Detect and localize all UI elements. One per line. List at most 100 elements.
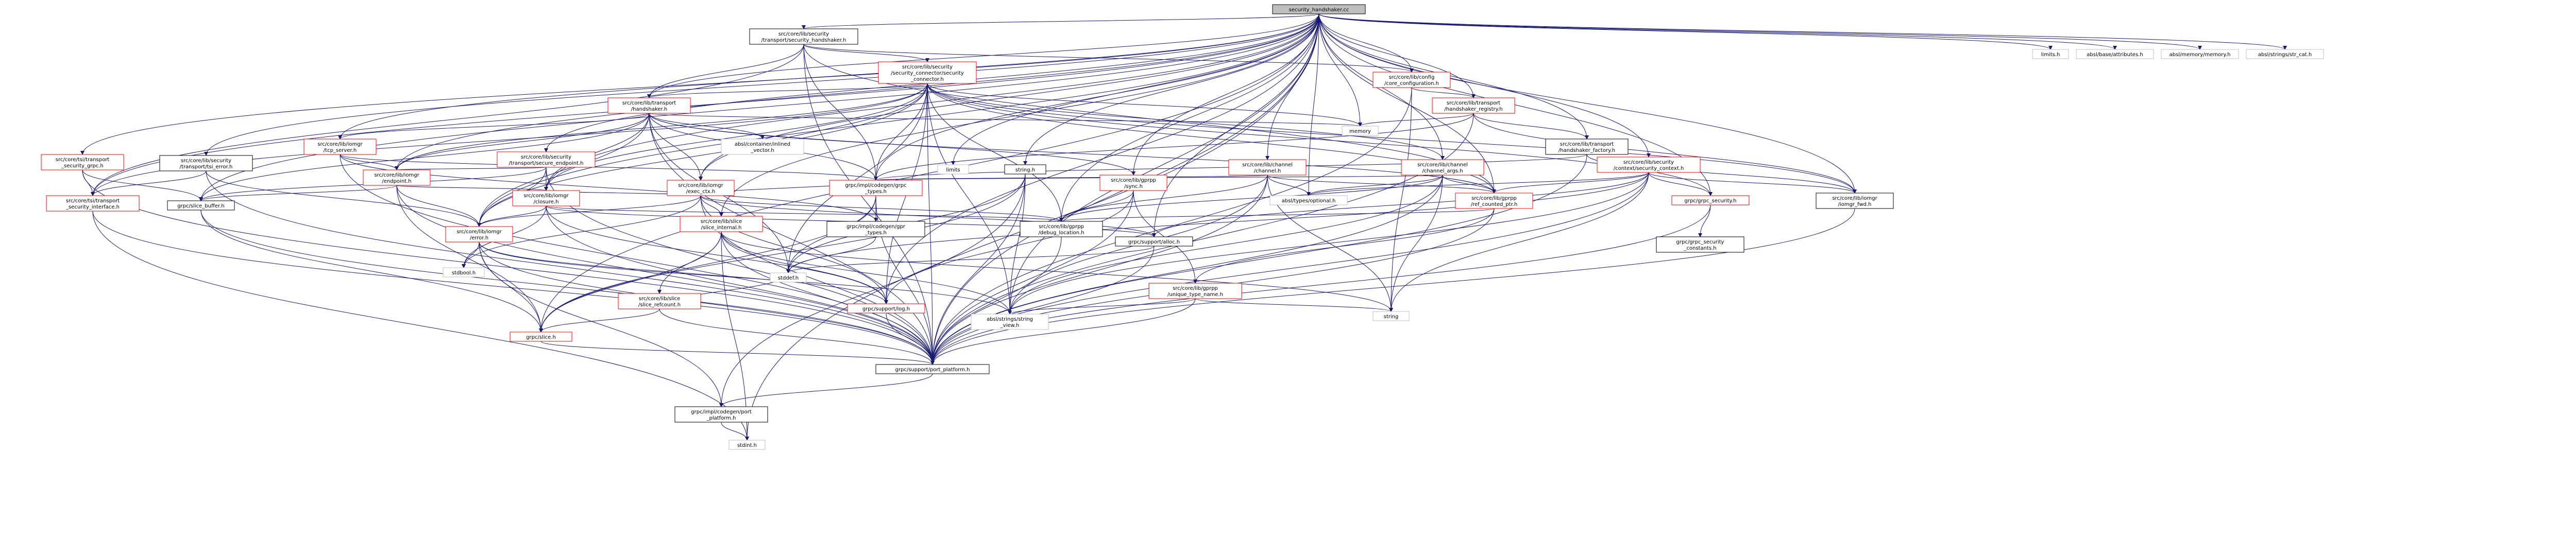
edge-transport_hs-to-exec_ctx [649, 113, 703, 181]
node-label-line: src/core/lib/iomgr [317, 142, 363, 147]
edge-root-to-support_log [884, 13, 1319, 304]
node-string_h[interactable]: string.h [1004, 164, 1046, 175]
node-label-gprpp_sync: src/core/lib/gprpp/sync.h [1111, 178, 1156, 189]
node-label-line: absl/memory/memory.h [2170, 52, 2231, 58]
node-label-line: src/core/lib/gprpp [1471, 196, 1517, 201]
node-slice_internal[interactable]: src/core/lib/slice/slice_internal.h [680, 216, 763, 232]
edge-secure_ep-to-endpoint [395, 166, 547, 170]
node-secure_ep[interactable]: src/core/lib/security/transport/secure_e… [497, 151, 596, 168]
node-string: string [1372, 311, 1410, 321]
node-label-core_cfg: src/core/lib/config/core_configuration.h [1384, 75, 1439, 86]
node-box-root [1272, 4, 1366, 14]
node-box-chan_args [1401, 159, 1484, 176]
node-box-iomgr_error [445, 226, 513, 242]
node-transport_hs[interactable]: src/core/lib/transport/handshaker.h [607, 97, 691, 114]
node-port_platform[interactable]: grpc/support/port_platform.h [875, 364, 990, 374]
edge-sec_conn-to-tsi_iface [91, 83, 928, 196]
node-sec_conn[interactable]: src/core/lib/security/security_connector… [878, 61, 977, 84]
node-codegen_grpc_types[interactable]: grpc/impl/codegen/grpc_types.h [829, 180, 923, 196]
node-ref_counted[interactable]: src/core/lib/gprpp/ref_counted_ptr.h [1455, 193, 1533, 209]
node-core_cfg[interactable]: src/core/lib/config/core_configuration.h [1372, 72, 1451, 88]
node-channel_h[interactable]: src/core/lib/channel/channel.h [1228, 159, 1307, 176]
edge-sec_ctx-to-grpc_security [1648, 172, 1713, 196]
node-label-line: stdbool.h [452, 270, 476, 276]
edge-exec_ctx-to-iomgr_error [477, 195, 701, 227]
node-exec_ctx[interactable]: src/core/lib/iomgr/exec_ctx.h [667, 180, 735, 196]
edge-slice_internal-to-string_view [721, 231, 1012, 315]
node-support_alloc[interactable]: grpc/support/alloc.h [1115, 236, 1193, 247]
edge-transport_hs-to-endpoint [395, 113, 650, 170]
node-endpoint[interactable]: src/core/lib/iomgr/endpoint.h [363, 169, 431, 186]
node-box-ref_counted [1455, 193, 1533, 209]
node-stdbool: stdbool.h [443, 267, 485, 277]
edge-unique_type-to-string_view [1008, 298, 1196, 315]
node-support_log[interactable]: grpc/support/log.h [847, 303, 925, 314]
edge-sec_hs_h-to-core_cfg [803, 44, 1414, 73]
edge-root-to-hs_factory [1318, 13, 1589, 140]
node-label-line: /channel_args.h [1422, 168, 1463, 174]
node-hs_registry[interactable]: src/core/lib/transport/handshaker_regist… [1432, 97, 1515, 114]
node-label-string_h: string.h [1015, 167, 1035, 173]
edge-string_h-to-port_platform [930, 173, 1026, 365]
edge-root-to-grpc_slice [539, 13, 1319, 333]
node-root[interactable]: security_handshaker.cc [1272, 4, 1366, 14]
edge-transport_hs-to-memory [649, 113, 1362, 127]
edge-tsi_transport-to-slice_buffer [82, 169, 203, 201]
node-tsi_transport[interactable]: src/core/tsi/transport_security_grpc.h [41, 154, 124, 170]
node-label-iomgr_fwd: src/core/lib/iomgr/iomgr_fwd.h [1832, 196, 1877, 207]
node-gpr_types[interactable]: grpc/impl/codegen/gpr_types.h [826, 221, 925, 237]
node-box-codegen_port [674, 406, 768, 423]
node-box-hs_registry [1432, 97, 1515, 114]
node-slice_buffer[interactable]: grpc/slice_buffer.h [167, 200, 235, 211]
node-chan_args[interactable]: src/core/lib/channel/channel_args.h [1401, 159, 1484, 176]
node-label-line: /transport/secure_endpoint.h [509, 161, 583, 166]
node-label-closure: src/core/lib/iomgr/closure.h [523, 193, 569, 205]
node-label-absl_optional: absl/types/optional.h [1282, 198, 1336, 204]
node-slice_refcount[interactable]: src/core/lib/slice/slice_refcount.h [618, 293, 701, 309]
node-gprpp_sync[interactable]: src/core/lib/gprpp/sync.h [1099, 175, 1167, 191]
node-grpc_security[interactable]: grpc/grpc_security.h [1671, 195, 1750, 205]
edge-root-to-absl_mem [1318, 13, 2202, 50]
node-codegen_port[interactable]: grpc/impl/codegen/port_platform.h [674, 406, 768, 423]
edge-channel_h-to-absl_optional [1267, 175, 1311, 196]
node-closure[interactable]: src/core/lib/iomgr/closure.h [512, 190, 580, 206]
edge-grpc_security-to-port_platform [930, 204, 1711, 365]
node-box-slice_internal [680, 216, 763, 232]
node-sec_hs_h[interactable]: src/core/lib/security/transport/security… [749, 28, 858, 45]
node-label-line: src/core/tsi/transport [56, 157, 110, 163]
edge-endpoint-to-grpc_slice [396, 185, 543, 333]
node-label-memory: memory [1349, 129, 1371, 134]
node-label-line: /exec_ctx.h [686, 189, 715, 195]
node-label-line: /sync.h [1124, 184, 1143, 189]
node-unique_type[interactable]: src/core/lib/gprpp/unique_type_name.h [1148, 283, 1242, 299]
node-box-grpc_security [1671, 195, 1750, 205]
node-label-line: string.h [1015, 167, 1035, 173]
edge-support_alloc-to-port_platform [930, 246, 1155, 365]
node-iomgr_error[interactable]: src/core/lib/iomgr/error.h [445, 226, 513, 242]
node-tsi_error[interactable]: src/core/lib/security/transport/tsi_erro… [159, 155, 253, 171]
edge-sec_conn-to-iomgr_fwd [927, 83, 1857, 194]
node-tsi_iface[interactable]: src/core/tsi/transport_security_interfac… [46, 195, 140, 212]
node-label-iomgr_error: src/core/lib/iomgr/error.h [456, 229, 502, 241]
edge-sec_conn-to-string_view [927, 83, 1012, 315]
edge-closure-to-debug_loc [546, 205, 1063, 222]
node-sec_ctx[interactable]: src/core/lib/security/context/security_c… [1597, 157, 1701, 173]
node-label-line: /iomgr_fwd.h [1838, 202, 1872, 207]
node-box-stddef [770, 272, 807, 283]
node-sec_constants[interactable]: grpc/grpc_security_constants.h [1656, 236, 1744, 253]
node-tsi_server[interactable]: src/core/lib/iomgr/tcp_server.h [303, 138, 377, 155]
node-label-line: /error.h [470, 235, 488, 241]
node-label-limits: limits [946, 167, 960, 173]
node-label-line: /channel.h [1254, 168, 1281, 174]
node-box-sec_hs_h [749, 28, 858, 45]
edge-root-to-sec_hs_h [802, 13, 1319, 29]
node-grpc_slice[interactable]: grpc/slice.h [510, 332, 572, 342]
node-debug_loc[interactable]: src/core/lib/gprpp/debug_location.h [1020, 221, 1103, 237]
edge-root-to-tsi_server [338, 13, 1319, 140]
node-box-slice_refcount [618, 293, 701, 309]
node-iomgr_fwd[interactable]: src/core/lib/iomgr/iomgr_fwd.h [1816, 193, 1894, 209]
node-label-slice_buffer: grpc/slice_buffer.h [177, 203, 225, 209]
edge-root-to-absl_optional [1307, 13, 1319, 196]
node-hs_factory[interactable]: src/core/lib/transport/handshaker_factor… [1545, 138, 1629, 155]
edge-root-to-tsi_transport [80, 13, 1319, 155]
